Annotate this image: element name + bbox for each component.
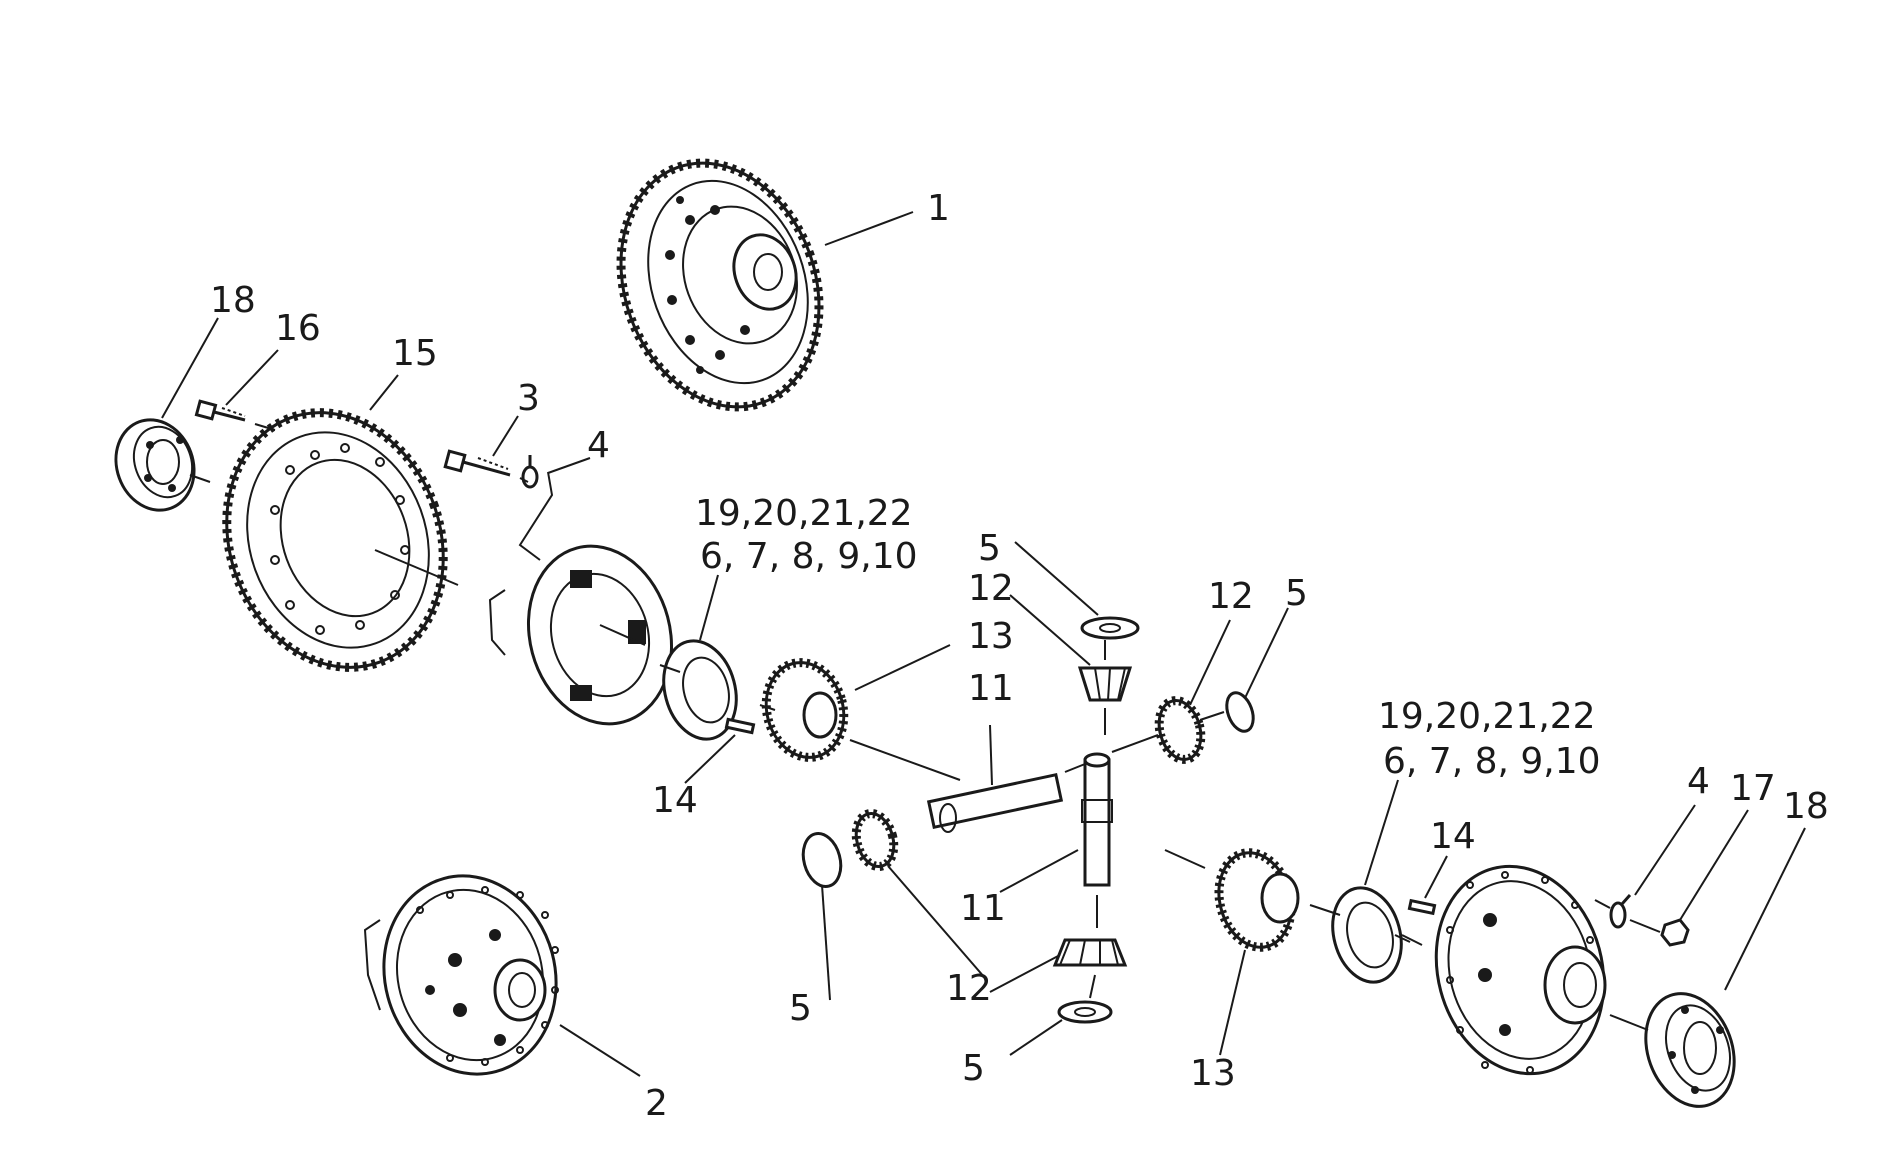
- callout-13-left: 13: [968, 616, 1014, 657]
- callout-14-right: 14: [1430, 816, 1476, 857]
- callout-15: 15: [392, 333, 438, 374]
- part-5-washer-top: [1080, 616, 1140, 640]
- part-5-washer-left: [801, 832, 843, 888]
- callout-group-b-line1: 19,20,21,22: [1378, 696, 1596, 737]
- callout-group-a-line2: 6, 7, 8, 9,10: [700, 536, 918, 577]
- part-18-bearing-right: [1644, 992, 1736, 1108]
- callout-17: 17: [1730, 768, 1776, 809]
- leader-lines: [161, 211, 1806, 1077]
- part-5-washer-right: [1225, 691, 1255, 733]
- thrust-washer-left: [662, 639, 738, 741]
- part-16-bolt: [194, 399, 246, 422]
- part-4-lock-tab-right: [1609, 894, 1632, 929]
- callout-18-right: 18: [1783, 786, 1829, 827]
- callout-18-left: 18: [210, 280, 256, 321]
- part-13-side-gear-right: [1214, 848, 1300, 952]
- callout-11-lower: 11: [960, 888, 1006, 929]
- part-17-nut: [1660, 918, 1690, 947]
- thrust-washer-right: [1331, 886, 1403, 984]
- part-12-planet-gear-top: [1077, 666, 1133, 702]
- differential-case-right: [1434, 864, 1607, 1076]
- callout-13-right: 13: [1190, 1053, 1236, 1094]
- part-13-side-gear-left: [761, 658, 849, 762]
- callout-5-top: 5: [978, 528, 1001, 569]
- part-11-cross-shaft-horizontal: [926, 772, 1064, 833]
- part-5-washer-bottom: [1057, 1000, 1113, 1024]
- callout-1: 1: [927, 188, 950, 229]
- part-2-differential-housing: [363, 874, 559, 1076]
- part-12-planet-gear-bottom: [1052, 938, 1128, 967]
- part-12-planet-gear-right: [1154, 696, 1206, 764]
- part-18-bearing-left: [114, 418, 196, 512]
- differential-case-half: [488, 544, 674, 726]
- assembly-axis-lines: [189, 423, 1661, 1031]
- callout-group-b-line2: 6, 7, 8, 9,10: [1383, 741, 1601, 782]
- part-15-crown-wheel: [222, 408, 448, 672]
- callout-16: 16: [275, 308, 321, 349]
- part-4-lock-tab-left: [521, 455, 539, 489]
- part-14-pin-right: [1407, 898, 1437, 916]
- part-1-differential-assembly: [616, 158, 824, 412]
- callout-labels: 1 2 3 4 4 5 5 5 5 11 11 12 12 12 12 13 1…: [210, 188, 1829, 1124]
- part-14-pin-left: [724, 717, 756, 735]
- callout-5-left: 5: [789, 988, 812, 1029]
- callout-12-left: 12: [946, 968, 992, 1009]
- part-11-cross-shaft-vertical: [1081, 752, 1113, 887]
- callout-12-top: 12: [968, 568, 1014, 609]
- callout-12-right: 12: [1208, 576, 1254, 617]
- part-12-planet-gear-left: [851, 809, 899, 871]
- callout-5-right: 5: [1285, 573, 1308, 614]
- callout-11-upper: 11: [968, 668, 1014, 709]
- callout-4-left: 4: [587, 425, 610, 466]
- callout-14-left: 14: [652, 780, 698, 821]
- part-3-bolt: [443, 449, 511, 477]
- callout-3: 3: [517, 378, 540, 419]
- callout-2: 2: [645, 1083, 668, 1124]
- callout-4-right: 4: [1687, 761, 1710, 802]
- callout-group-a-line1: 19,20,21,22: [695, 493, 913, 534]
- callout-5-bottom: 5: [962, 1048, 985, 1089]
